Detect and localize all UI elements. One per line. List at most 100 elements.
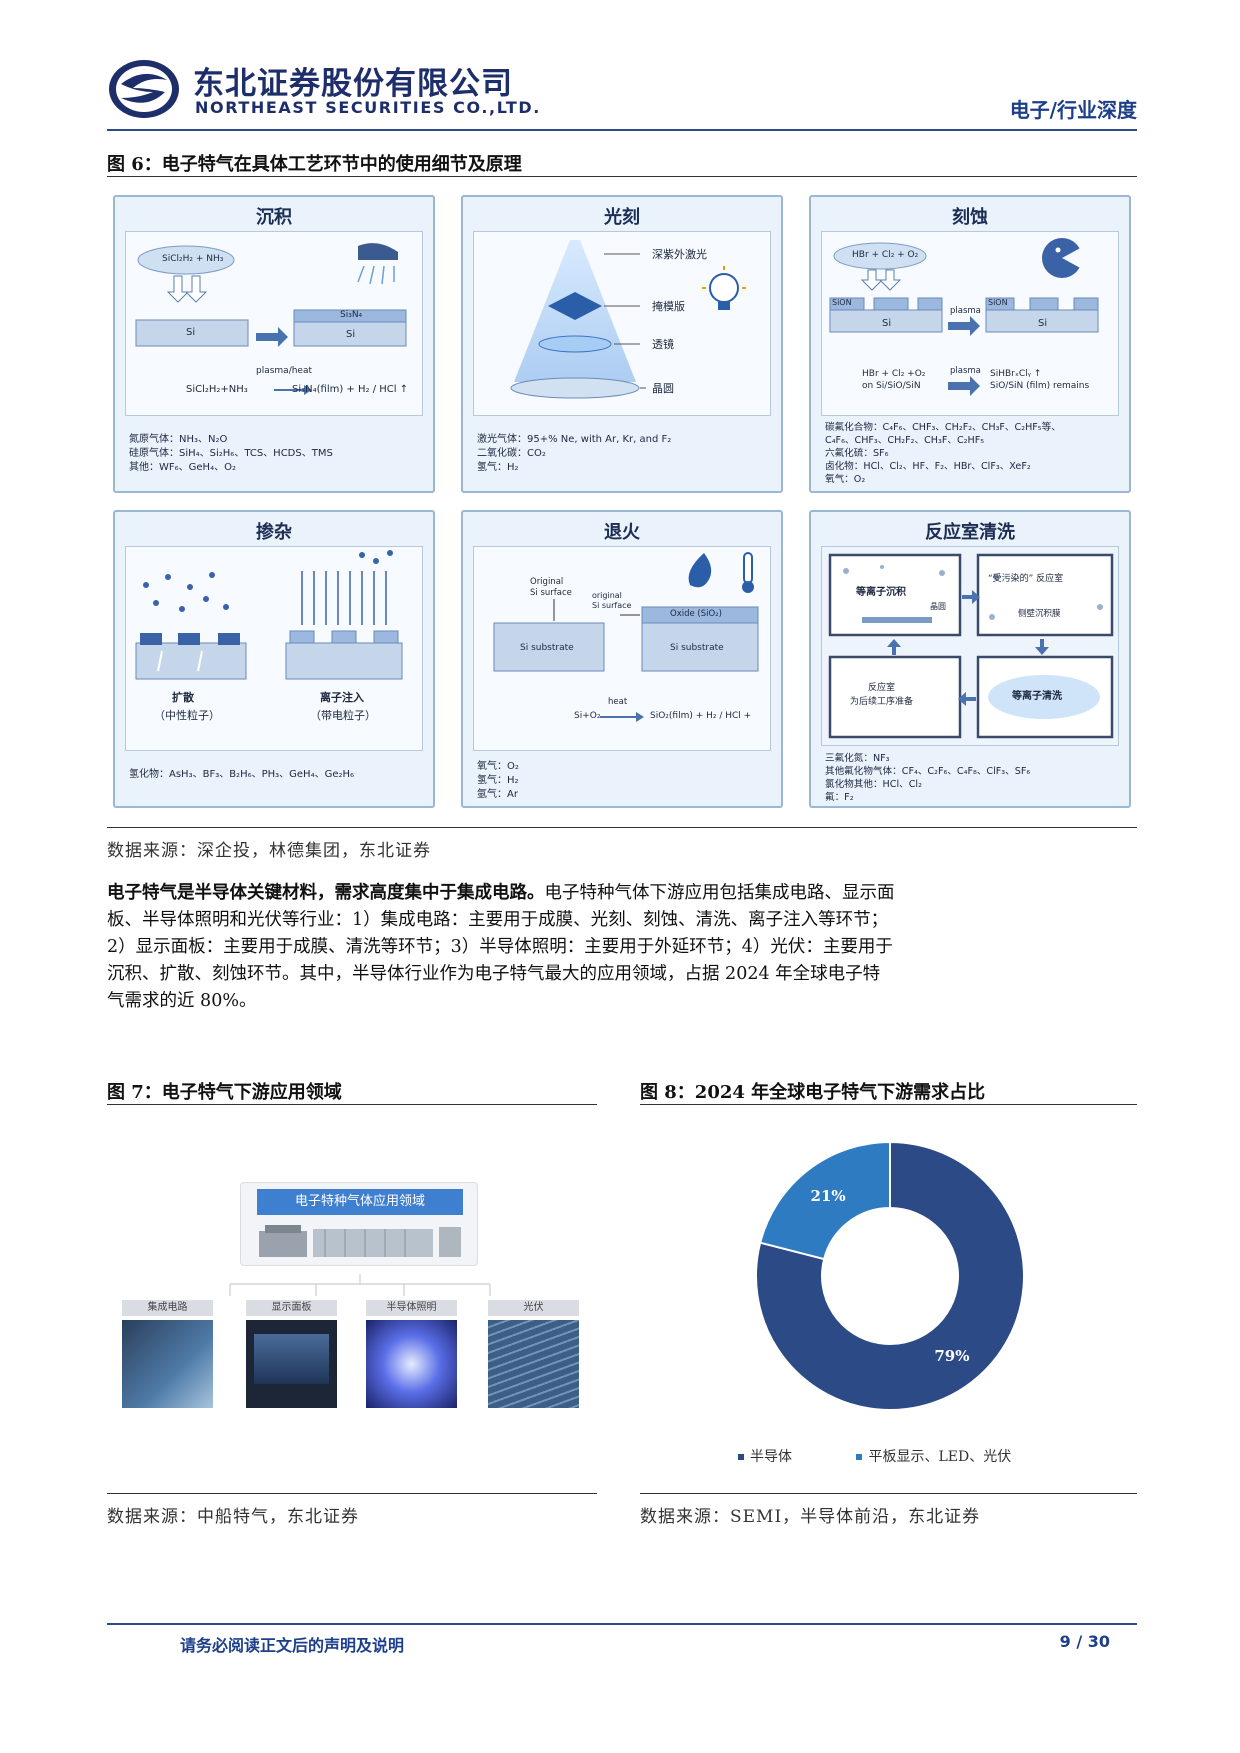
anneal-substrate-2: Si substrate xyxy=(670,643,724,653)
donut-label-0: 79% xyxy=(934,1347,969,1365)
figure-7-source: 数据来源：中船特气，东北证券 xyxy=(107,1507,359,1527)
doping-implant-label: 离子注入 xyxy=(320,691,364,704)
etch-sion-right: SiON xyxy=(988,298,1008,307)
panel-deposition: 沉积 SiCl₂H₂ + NH₃ Si₃N₄ Si Si plasma/heat… xyxy=(113,195,435,493)
deposition-substrate2-label: Si xyxy=(346,329,356,340)
demand-donut-chart: 79%21% xyxy=(755,1140,1025,1411)
annealing-gas-notes: 氧气：O₂ 氢气：H₂ 氩气：Ar xyxy=(477,760,773,802)
solar-panel-image xyxy=(488,1320,579,1408)
led-lighting-image xyxy=(366,1320,457,1408)
note-line: 氮原气体：NH₃、N₂O xyxy=(129,434,228,445)
body-lead-sentence: 电子特气是半导体关键材料，需求高度集中于集成电路。 xyxy=(107,883,545,903)
etch-equation-right: SiHBrₓClᵧ ↑ SiO/SiN (film) remains xyxy=(990,369,1090,391)
note-line: 硅原气体：SiH₄、Si₂H₆、TCS、HCDS、TMS xyxy=(129,448,333,459)
etching-illustration xyxy=(829,238,1099,396)
panel-title-cleaning: 反应室清洗 xyxy=(925,522,1015,543)
doping-diagram: 扩散 （中性粒子） 离子注入 （带电粒子） xyxy=(125,546,423,751)
figure-6-bottom-rule xyxy=(107,827,1137,828)
cleaning-illustration xyxy=(828,553,1114,739)
doping-gas-notes: 氢化物：AsH₃、BF₃、B₂H₆、PH₃、GeH₄、Ge₂H₆ xyxy=(129,768,425,782)
page-header: 东北证券股份有限公司 NORTHEAST SECURITIES CO.,LTD.… xyxy=(107,56,1137,126)
body-paragraph: 电子特气是半导体关键材料，需求高度集中于集成电路。电子特种气体下游应用包括集成电… xyxy=(107,880,897,1015)
note-line: 其他：WF₆、GeH₄、O₂ xyxy=(129,462,236,473)
application-banner: 电子特种气体应用领域 xyxy=(240,1182,478,1266)
etch-substrate-label: Si xyxy=(882,318,892,329)
panel-title-etching: 刻蚀 xyxy=(952,207,988,228)
deposition-substrate-label: Si xyxy=(186,327,196,338)
footer-divider xyxy=(107,1623,1137,1625)
note-line: 氧气：O₂ xyxy=(477,761,519,772)
annealing-illustration xyxy=(493,552,759,722)
etching-diagram: HBr + Cl₂ + O₂ SiON SiON Si Si plasma pl… xyxy=(821,231,1119,416)
litho-label-lens: 透镜 xyxy=(652,338,674,351)
figure-8-bottom-rule xyxy=(640,1493,1137,1494)
note-line: 氢气：H₂ xyxy=(477,775,519,786)
gas-equipment-image xyxy=(259,1225,461,1257)
figure-8-title: 图 8：2024 年全球电子特气下游需求占比 xyxy=(640,1082,986,1103)
donut-slice-0 xyxy=(755,1140,1025,1411)
deposition-illustration xyxy=(135,243,407,395)
section-tag: 电子/行业深度 xyxy=(1009,98,1137,122)
panel-annealing: 退火 Original Si surface original Si surfa… xyxy=(461,510,783,808)
donut-legend: 半导体 平板显示、LED、光伏 xyxy=(738,1446,1068,1466)
etch-plasma-label-1: plasma xyxy=(950,306,981,316)
deposition-diagram: SiCl₂H₂ + NH₃ Si₃N₄ Si Si plasma/heat Si… xyxy=(125,231,423,416)
tile-label: 显示面板 xyxy=(246,1300,337,1316)
application-tile-ic: 集成电路 xyxy=(122,1300,213,1408)
panel-title-annealing: 退火 xyxy=(604,522,640,543)
etch-plasma-label-2: plasma xyxy=(950,366,981,376)
note-line: 氟：F₂ xyxy=(825,792,854,803)
body-rest-text: 电子特种气体下游应用包括集成电路、显示面板、半导体照明和光伏等行业：1）集成电路… xyxy=(107,883,895,1011)
northeast-securities-logo-icon xyxy=(109,60,179,118)
panel-title-deposition: 沉积 xyxy=(256,207,292,228)
etch-reactant-label: HBr + Cl₂ + O₂ xyxy=(852,250,919,260)
anneal-original-surface-2: original Si surface xyxy=(592,591,632,610)
note-line: 六氟化硫：SF₆ xyxy=(825,448,889,459)
figure-7-bottom-rule xyxy=(107,1493,597,1494)
anneal-substrate-1: Si substrate xyxy=(520,643,574,653)
deposition-equation-left: SiCl₂H₂+NH₃ xyxy=(186,384,248,395)
footer-disclaimer: 请务必阅读正文后的声明及说明 xyxy=(180,1636,405,1655)
anneal-eq-condition: heat xyxy=(608,697,628,707)
anneal-eq-left: Si+O₂ xyxy=(574,711,601,721)
clean-box-wafer: 晶圆 xyxy=(930,602,946,611)
application-tile-pv: 光伏 xyxy=(488,1300,579,1408)
deposition-equation-right: Si₃N₄(film) + H₂ / HCl ↑ xyxy=(292,384,409,395)
application-tile-display: 显示面板 xyxy=(246,1300,337,1408)
lithography-gas-notes: 激光气体：95+% Ne, with Ar, Kr, and F₂ 二氧化碳：C… xyxy=(477,433,773,475)
legend-label-semiconductor: 半导体 xyxy=(750,1449,792,1465)
litho-label-mask: 掩模版 xyxy=(652,300,685,313)
page-number: 9 / 30 xyxy=(1059,1632,1110,1651)
annealing-diagram: Original Si surface original Si surface … xyxy=(473,546,771,751)
cleaning-diagram: 等离子沉积 晶圆 “受污染的” 反应室 侧壁沉积膜 反应室 为后续工序准备 等离… xyxy=(821,546,1119,746)
header-divider xyxy=(107,129,1137,131)
tile-label: 半导体照明 xyxy=(366,1300,457,1316)
figure-8-source: 数据来源：SEMI，半导体前沿，东北证券 xyxy=(640,1507,981,1527)
panel-lithography: 光刻 深紫外激光 掩模版 透镜 晶圆 激光气体：95+% Ne, with Ar… xyxy=(461,195,783,493)
deposition-reactant-label: SiCl₂H₂ + NH₃ xyxy=(162,254,224,264)
legend-label-display: 平板显示、LED、光伏 xyxy=(868,1449,1012,1465)
note-line: 其他氟化物气体：CF₄、C₂F₆、C₄F₈、ClF₃、SF₆ xyxy=(825,766,1031,777)
clean-box-chamber-ready: 反应室 为后续工序准备 xyxy=(850,683,914,707)
figure-6-source: 数据来源：深企投，林德集团，东北证券 xyxy=(107,841,431,861)
deposition-film-label: Si₃N₄ xyxy=(340,310,363,320)
litho-label-laser: 深紫外激光 xyxy=(652,248,707,261)
figure-6-top-rule xyxy=(107,176,1137,177)
company-name-en: NORTHEAST SECURITIES CO.,LTD. xyxy=(195,98,541,117)
tile-label: 光伏 xyxy=(488,1300,579,1316)
donut-slice-1 xyxy=(758,1140,891,1261)
figure-7-top-rule xyxy=(107,1104,597,1105)
figure-7-title: 图 7：电子特气下游应用领域 xyxy=(107,1082,342,1103)
etch-equation-left: HBr + Cl₂ +O₂ on Si/SiO/SiN xyxy=(862,369,926,391)
etch-sion-left: SiON xyxy=(832,298,852,307)
note-line: 氩气：Ar xyxy=(477,789,518,800)
panel-doping: 掺杂 扩散 （中性粒子） 离子注入 （带电粒子） 氢化物：AsH₃、BF₃、B₂… xyxy=(113,510,435,808)
panel-chamber-cleaning: 反应室清洗 等离子沉积 晶圆 “受污染的” 反应室 侧壁沉积膜 反应室 为后续工… xyxy=(809,510,1131,808)
etch-substrate2-label: Si xyxy=(1038,318,1048,329)
tv-screen-shape xyxy=(254,1334,329,1384)
note-line: C₄F₆、CHF₃、CH₂F₂、CH₃F、C₂HF₅ xyxy=(825,435,985,446)
clean-box-plasma-cleaning: 等离子清洗 xyxy=(1012,691,1062,702)
clean-box-plasma-deposition: 等离子沉积 xyxy=(856,587,906,598)
note-line: 三氟化氮：NF₃ xyxy=(825,753,890,764)
tile-label: 集成电路 xyxy=(122,1300,213,1316)
